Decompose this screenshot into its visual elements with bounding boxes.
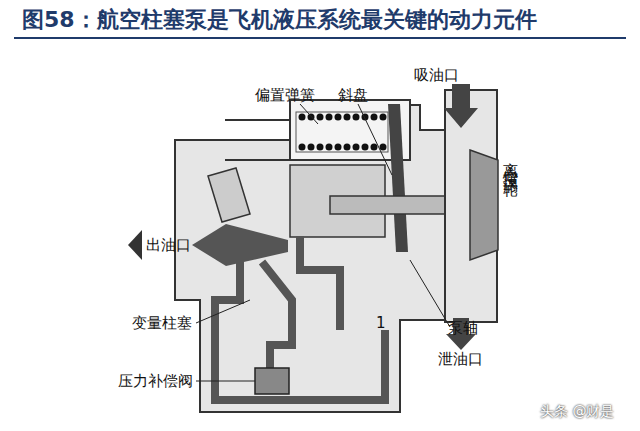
oil-channels	[215, 236, 385, 400]
figure-title: 图58：航空柱塞泵是飞机液压系统最关键的动力元件	[22, 6, 537, 34]
title-rule	[14, 37, 626, 39]
spring-coil	[299, 144, 306, 151]
oil-channel	[262, 262, 292, 370]
part-name: 泄油口	[438, 350, 483, 368]
part-name: 变量柱塞	[132, 314, 192, 332]
part-name: 出油口	[146, 236, 191, 254]
oil-line	[225, 159, 290, 161]
spring-coil	[344, 144, 351, 151]
leader-line	[358, 104, 392, 175]
part-name: 离心增压涡轮	[502, 150, 520, 174]
fitting	[208, 168, 250, 222]
swash-plate	[388, 104, 408, 252]
spring-coil	[326, 114, 333, 121]
spring-coil	[353, 144, 360, 151]
part-name: 压力补偿阀	[118, 372, 193, 390]
spring-coil	[362, 144, 369, 151]
spring-coil	[299, 114, 306, 121]
spring-coil	[317, 114, 324, 121]
leader-line	[196, 381, 255, 382]
spring-coil	[371, 114, 378, 121]
centrifugal-turbine	[470, 150, 498, 260]
turbine-housing	[445, 90, 497, 322]
spring-coil	[353, 114, 360, 121]
part-name: 泵轴	[448, 319, 478, 337]
spring-coils	[299, 114, 387, 151]
leader-lines	[196, 104, 450, 381]
part-name: 吸油口	[414, 66, 459, 84]
oil-channel	[215, 262, 240, 338]
oil-channel	[215, 330, 385, 400]
leader-line	[410, 260, 450, 327]
oil-line	[225, 119, 290, 121]
watermark: 头条 @财是	[540, 402, 614, 420]
spring-coil	[335, 114, 342, 121]
spring-coil	[308, 144, 315, 151]
spring-coil	[371, 144, 378, 151]
spring-coil	[380, 144, 387, 151]
compensator-valve	[255, 368, 289, 394]
callout-number: 1	[376, 314, 386, 332]
spring-coil	[326, 144, 333, 151]
spring-outline	[296, 112, 388, 152]
outlet-cone	[192, 224, 288, 266]
spring-coil	[317, 144, 324, 151]
outlet-arrow	[128, 230, 142, 260]
leader-line	[196, 300, 250, 323]
part-name: 斜盘	[338, 86, 368, 104]
suction-arrow	[444, 84, 478, 128]
spring-coil	[344, 114, 351, 121]
spring-coil	[380, 114, 387, 121]
part-name: 偏置弹簧	[255, 86, 315, 104]
leader-line	[300, 104, 318, 124]
oil-channel	[300, 236, 340, 330]
spring-coil	[335, 144, 342, 151]
